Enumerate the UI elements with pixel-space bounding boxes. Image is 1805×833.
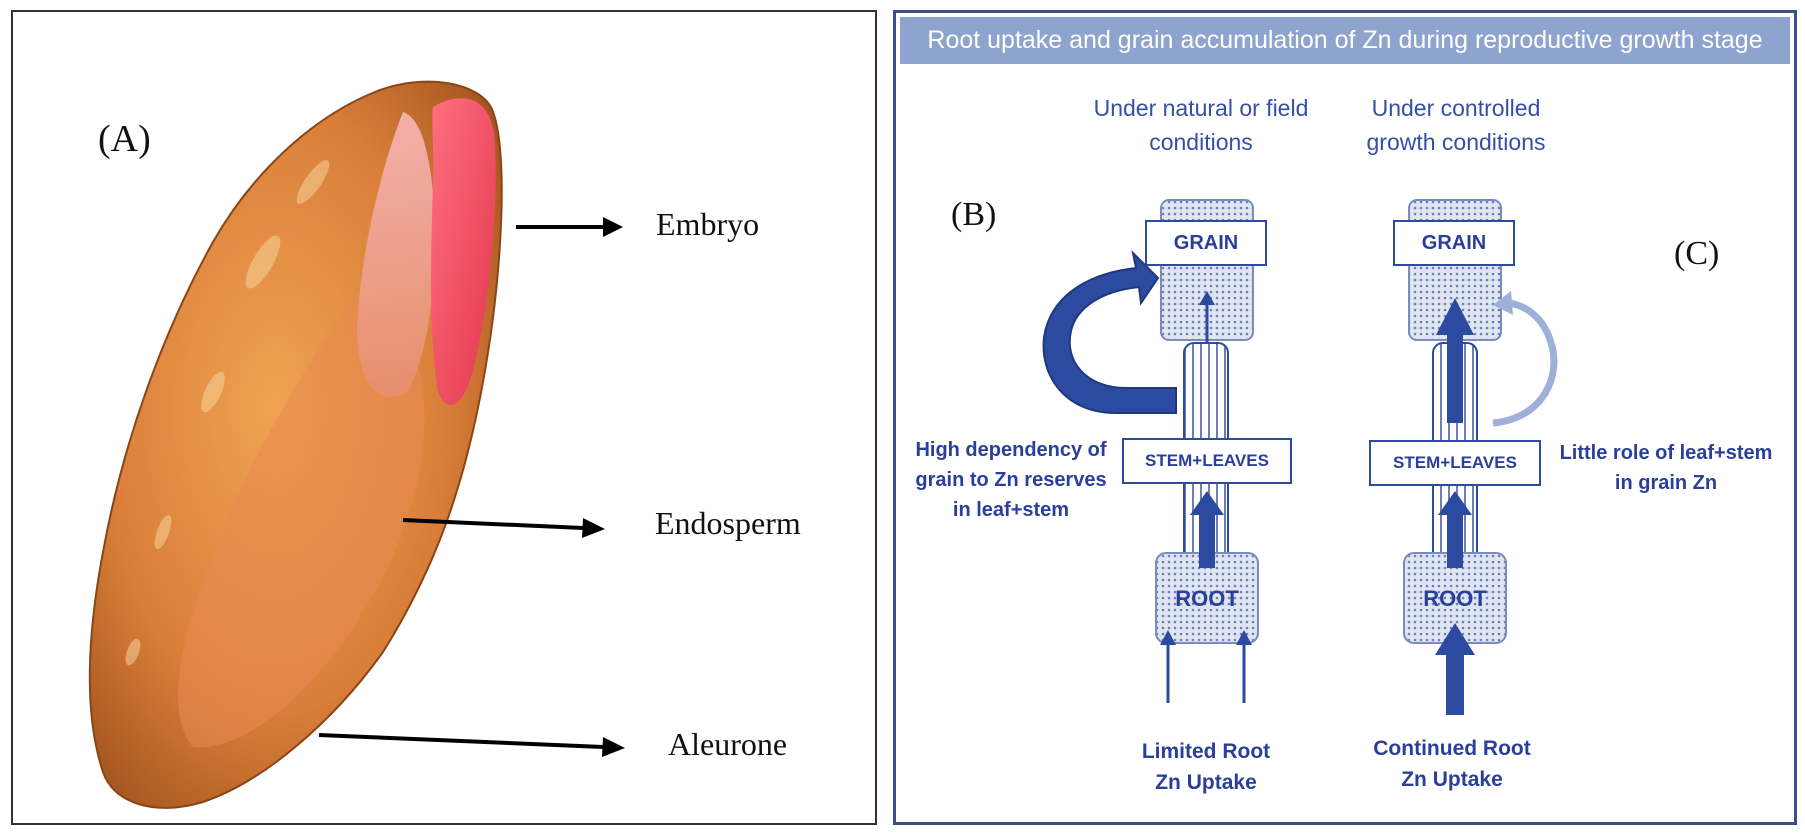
left-uptake-line2: Zn Uptake bbox=[1155, 771, 1257, 794]
left-grain-box bbox=[1145, 220, 1267, 266]
panel-a: (A) Embryo Endosperm Aleurone bbox=[11, 10, 877, 825]
right-uptake-arrow-shaft bbox=[1446, 653, 1464, 715]
left-uptake-arrowhead-2 bbox=[1236, 630, 1252, 645]
left-column-diagram bbox=[1042, 199, 1292, 703]
right-uptake-caption: Continued Root Zn Uptake bbox=[1332, 733, 1572, 795]
aleurone-label: Aleurone bbox=[668, 726, 788, 762]
left-uptake-line1: Limited Root bbox=[1141, 740, 1271, 763]
right-uptake-line1: Continued Root bbox=[1373, 737, 1531, 760]
endosperm-pointer-line bbox=[402, 518, 584, 530]
right-note-line2: in grain Zn bbox=[1614, 472, 1718, 494]
zn-flow-diagram bbox=[1042, 199, 1558, 715]
left-heading-line1: Under natural or field bbox=[1093, 95, 1309, 121]
right-heading: Under controlled growth conditions bbox=[1331, 91, 1581, 159]
right-stem-box bbox=[1369, 440, 1541, 486]
left-note-line1: High dependency of bbox=[915, 439, 1107, 461]
left-note-line2: grain to Zn reserves bbox=[915, 469, 1107, 491]
endosperm-label: Endosperm bbox=[655, 505, 801, 541]
left-grain-label: GRAIN bbox=[1173, 232, 1239, 254]
grain-crease bbox=[357, 112, 435, 398]
left-heading: Under natural or field conditions bbox=[1076, 91, 1326, 159]
right-grain-label: GRAIN bbox=[1421, 232, 1487, 254]
panel-a-tag: (A) bbox=[98, 118, 151, 160]
right-stem-arrowhead bbox=[1436, 298, 1474, 335]
left-note-line3: in leaf+stem bbox=[952, 499, 1070, 521]
right-stem-leaves-label: STEM+LEAVES bbox=[1393, 453, 1517, 472]
right-column-diagram bbox=[1369, 199, 1558, 715]
left-remobilization-arrow bbox=[1042, 249, 1177, 414]
right-uptake-line2: Zn Uptake bbox=[1401, 768, 1503, 791]
right-note: Little role of leaf+stem in grain Zn bbox=[1546, 438, 1786, 498]
embryo-arrowhead bbox=[603, 217, 623, 237]
panel-bc: Root uptake and grain accumulation of Zn… bbox=[893, 10, 1797, 825]
right-heading-line2: growth conditions bbox=[1366, 129, 1546, 155]
aleurone-pointer-line bbox=[318, 733, 604, 749]
right-heading-line1: Under controlled bbox=[1371, 95, 1541, 121]
panel-b-tag: (B) bbox=[951, 196, 997, 233]
right-uptake-arrowhead bbox=[1435, 623, 1475, 655]
right-root-label: ROOT bbox=[1423, 586, 1487, 611]
right-root-arrowhead bbox=[1438, 491, 1472, 515]
grain-surface-texture bbox=[125, 160, 330, 666]
right-root-arrow-shaft bbox=[1447, 513, 1463, 568]
left-note: High dependency of grain to Zn reserves … bbox=[906, 435, 1116, 525]
right-note-line1: Little role of leaf+stem bbox=[1559, 442, 1773, 464]
left-root-arrow-shaft bbox=[1199, 513, 1215, 568]
left-grain-thin-arrowhead bbox=[1199, 291, 1215, 305]
left-uptake-caption: Limited Root Zn Uptake bbox=[1086, 736, 1326, 798]
panel-c-tag: (C) bbox=[1674, 235, 1720, 272]
pointer-arrows bbox=[318, 217, 625, 757]
left-root-label: ROOT bbox=[1175, 586, 1239, 611]
embryo-label: Embryo bbox=[656, 206, 760, 242]
embryo-region bbox=[430, 98, 496, 406]
diagram-title: Root uptake and grain accumulation of Zn… bbox=[927, 26, 1763, 54]
endosperm-region bbox=[178, 291, 425, 748]
right-remobilization-arrow bbox=[1492, 299, 1558, 427]
left-stem-box bbox=[1122, 438, 1292, 484]
right-stem-arrow-shaft bbox=[1447, 333, 1463, 423]
left-stem-leaves-label: STEM+LEAVES bbox=[1145, 451, 1269, 470]
left-uptake-arrowhead-1 bbox=[1160, 630, 1176, 645]
right-grain-box bbox=[1393, 220, 1515, 266]
aleurone-arrowhead bbox=[602, 737, 625, 757]
wheat-grain-illustration bbox=[88, 80, 625, 809]
left-root-arrowhead bbox=[1190, 491, 1224, 515]
title-band: Root uptake and grain accumulation of Zn… bbox=[900, 17, 1790, 64]
right-remobilization-arrowhead bbox=[1493, 291, 1513, 315]
left-heading-line2: conditions bbox=[1149, 129, 1253, 155]
endosperm-arrowhead bbox=[582, 518, 605, 538]
